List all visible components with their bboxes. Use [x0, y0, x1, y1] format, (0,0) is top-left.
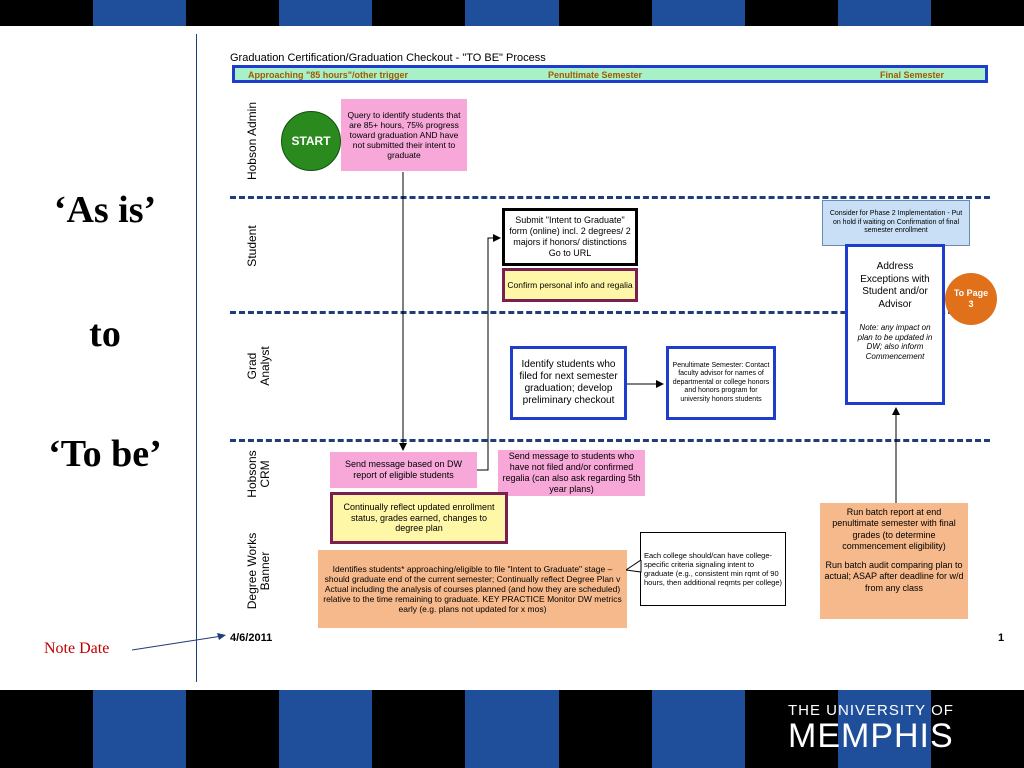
- continually-reflect-box: Continually reflect updated enrollment s…: [330, 492, 508, 544]
- phase-penultimate: Penultimate Semester: [548, 70, 643, 80]
- start-label: START: [291, 133, 331, 148]
- phase2-callout: Consider for Phase 2 Implementation - Pu…: [822, 200, 970, 246]
- address-note-text: Note: any impact on plan to be updated i…: [857, 323, 933, 361]
- submit-intent-box: Submit "Intent to Graduate" form (online…: [502, 208, 638, 266]
- to-be-label: ‘To be’: [48, 433, 162, 475]
- note-date-label: Note Date: [44, 640, 110, 657]
- address-exceptions-box: Address Exceptions with Student and/or A…: [845, 244, 945, 405]
- batch-report-box: Run batch report at end penultimate seme…: [820, 503, 968, 619]
- confirm-info-box: Confirm personal info and regalia: [502, 268, 638, 302]
- address-exceptions-text: Address Exceptions with Student and/or A…: [860, 261, 930, 310]
- batch-report-text: Run batch report at end penultimate seme…: [832, 507, 956, 551]
- as-is-label: ‘As is’: [53, 189, 157, 231]
- diagram-title: Graduation Certification/Graduation Chec…: [230, 52, 546, 64]
- bottom-stripe: [0, 690, 1024, 768]
- phase-final: Final Semester: [880, 70, 945, 80]
- logo-line-2: MEMPHIS: [788, 717, 954, 755]
- send-message-not-filed-box: Send message to students who have not fi…: [498, 450, 645, 496]
- college-callout-pointer: [626, 560, 642, 573]
- query-box: Query to identify students that are 85+ …: [341, 99, 467, 171]
- lane-separator: [230, 439, 990, 442]
- identifies-students-box: Identifies students* approaching/eligibl…: [318, 550, 627, 628]
- penultimate-semester-box: Penultimate Semester: Contact faculty ad…: [666, 346, 776, 420]
- vertical-divider: [196, 34, 197, 682]
- phase-approaching: Approaching "85 hours"/other trigger: [248, 70, 409, 80]
- send-message-dw-box: Send message based on DW report of eligi…: [330, 452, 477, 488]
- page-number: 1: [998, 632, 1005, 644]
- top-stripe: [0, 0, 1024, 26]
- start-node: START: [281, 111, 341, 171]
- identify-students-box: Identify students who filed for next sem…: [510, 346, 627, 420]
- lane-separator: [230, 196, 990, 199]
- note-date-arrow: [131, 633, 226, 651]
- phase-bar: [232, 65, 988, 83]
- university-logo: THE UNIVERSITY OF MEMPHIS: [788, 702, 988, 755]
- college-criteria-callout: Each college should/can have college-spe…: [640, 532, 786, 606]
- logo-line-1: THE UNIVERSITY OF: [788, 702, 954, 719]
- diagram-date: 4/6/2011: [230, 632, 273, 644]
- to-page-3-connector[interactable]: To Page 3: [945, 273, 997, 325]
- to-label: to: [89, 313, 121, 355]
- batch-audit-text: Run batch audit comparing plan to actual…: [824, 560, 964, 593]
- lane-separator: [230, 311, 990, 314]
